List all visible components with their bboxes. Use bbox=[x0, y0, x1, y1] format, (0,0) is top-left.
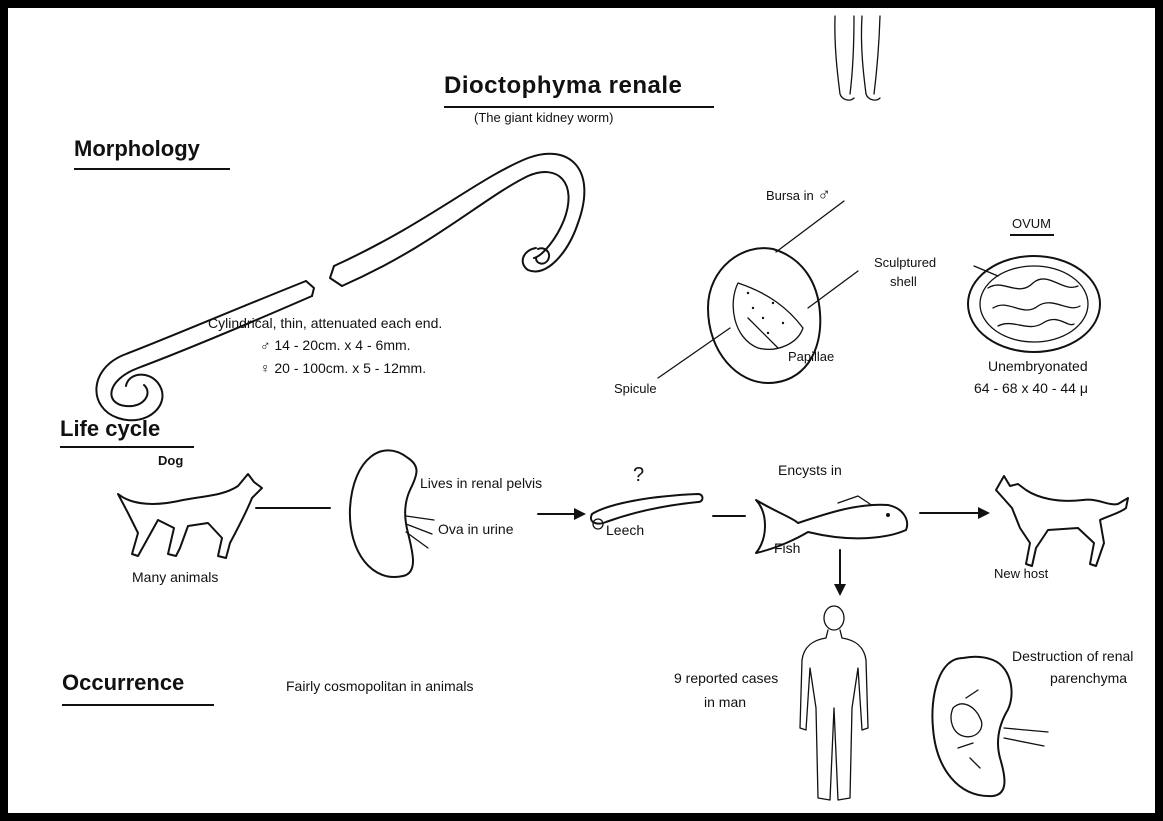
many-animals-label: Many animals bbox=[132, 569, 218, 585]
new-host-label: New host bbox=[994, 566, 1048, 581]
morphology-underline bbox=[74, 168, 230, 170]
human-drawing bbox=[800, 606, 868, 800]
page-title: Dioctophyma renale bbox=[444, 72, 682, 100]
female-size-row: ♀ 20 - 100cm. x 5 - 12mm. bbox=[260, 360, 426, 376]
ova-label: Ova in urine bbox=[438, 521, 513, 537]
kidney-drawing bbox=[350, 450, 434, 577]
sculptured-label-2: shell bbox=[890, 274, 917, 289]
ovum-underline bbox=[1010, 234, 1054, 236]
male-size: 14 - 20cm. x 4 - 6mm. bbox=[274, 337, 410, 353]
morphology-description: Cylindrical, thin, attenuated each end. bbox=[208, 315, 442, 331]
sculptured-label-1: Sculptured bbox=[874, 255, 936, 270]
section-life-cycle: Life cycle bbox=[60, 416, 160, 442]
question-mark: ? bbox=[633, 464, 644, 487]
bursa-label: Bursa in bbox=[766, 188, 814, 203]
cases-line-1: 9 reported cases bbox=[674, 670, 778, 686]
bursa-male-symbol: ♂ bbox=[817, 184, 831, 204]
ovum-size: 64 - 68 x 40 - 44 μ bbox=[974, 380, 1088, 396]
occurrence-text: Fairly cosmopolitan in animals bbox=[286, 678, 474, 694]
diagram-sheet: Dioctophyma renale (The giant kidney wor… bbox=[8, 8, 1155, 813]
fish-label: Fish bbox=[774, 540, 800, 556]
leech-label: Leech bbox=[606, 522, 644, 538]
encysts-label: Encysts in bbox=[778, 462, 842, 478]
page-subtitle: (The giant kidney worm) bbox=[474, 110, 613, 125]
human-legs-top-drawing bbox=[835, 16, 880, 100]
ovum-state: Unembryonated bbox=[988, 358, 1088, 374]
life-cycle-underline bbox=[60, 446, 194, 448]
papillae-label: Papillae bbox=[788, 349, 834, 364]
dog-label: Dog bbox=[158, 453, 183, 468]
ovum-heading: OVUM bbox=[1012, 216, 1051, 231]
male-size-row: ♂ 14 - 20cm. x 4 - 6mm. bbox=[260, 337, 411, 353]
ovum-drawing bbox=[968, 256, 1100, 352]
arrow-to-new-host bbox=[920, 507, 990, 519]
bursa-label-row: Bursa in ♂ bbox=[766, 184, 831, 205]
cases-line-2: in man bbox=[704, 694, 746, 710]
lives-in-label: Lives in renal pelvis bbox=[420, 475, 542, 491]
spicule-label: Spicule bbox=[614, 381, 657, 396]
damaged-kidney-drawing bbox=[932, 657, 1048, 796]
destruction-line-2: parenchyma bbox=[1050, 670, 1127, 686]
worm-drawing bbox=[96, 154, 584, 421]
section-occurrence: Occurrence bbox=[62, 670, 184, 696]
arrow-to-leech bbox=[538, 508, 586, 520]
occurrence-underline bbox=[62, 704, 214, 706]
destruction-line-1: Destruction of renal bbox=[1012, 648, 1133, 664]
female-size: 20 - 100cm. x 5 - 12mm. bbox=[274, 360, 426, 376]
new-host-dog-drawing bbox=[996, 476, 1128, 566]
dog-drawing bbox=[118, 474, 262, 558]
male-symbol: ♂ bbox=[260, 337, 271, 353]
female-symbol: ♀ bbox=[260, 360, 271, 376]
title-underline bbox=[444, 106, 714, 108]
arrow-to-man bbox=[834, 550, 846, 596]
section-morphology: Morphology bbox=[74, 136, 200, 162]
